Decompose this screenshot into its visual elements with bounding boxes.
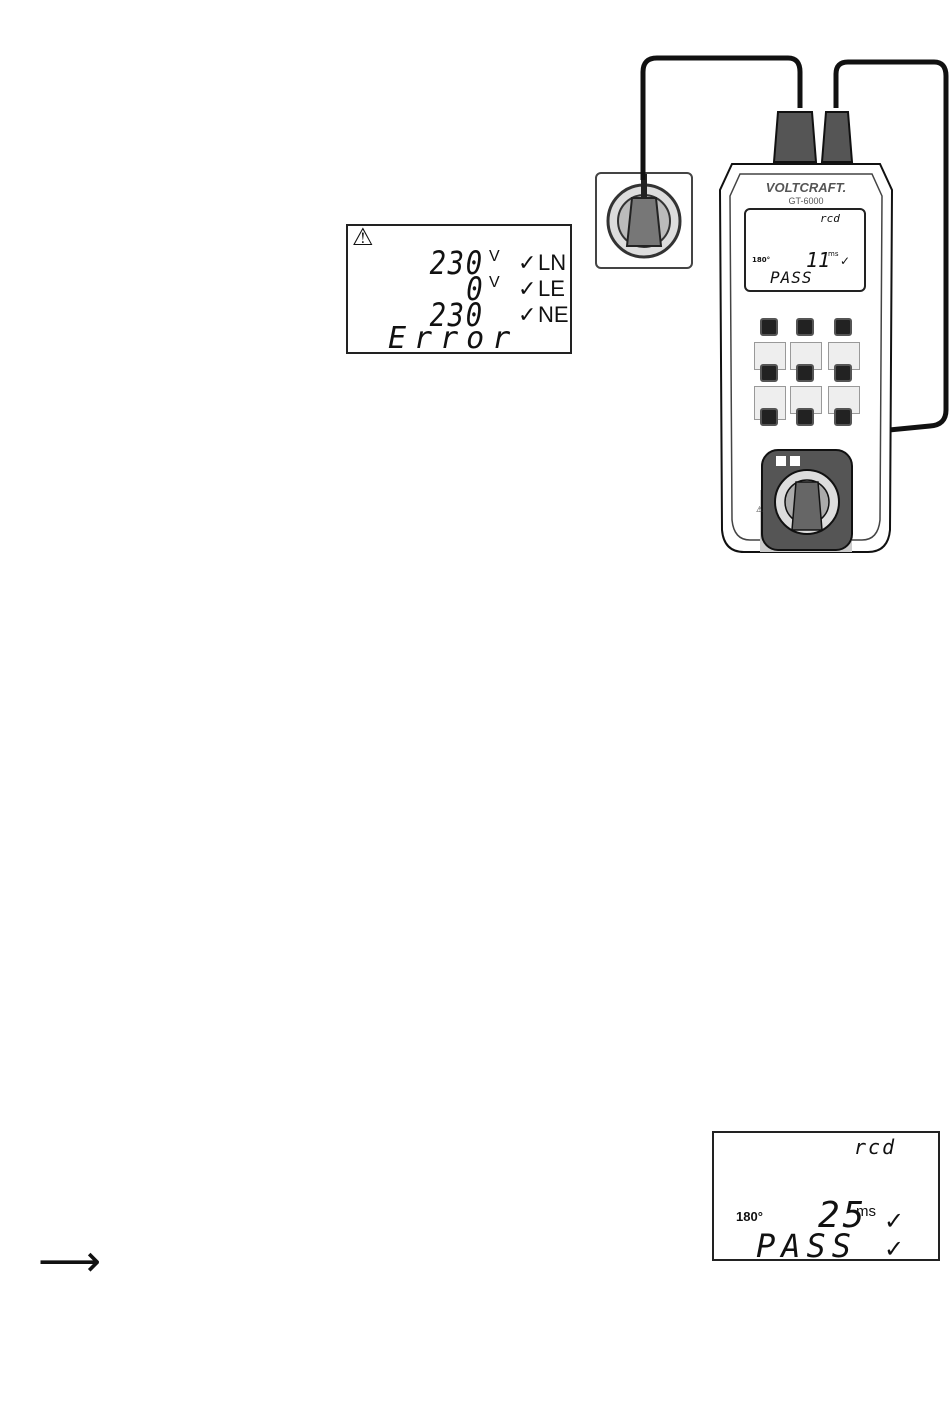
function-button-6[interactable] xyxy=(834,408,852,426)
error-message: Error xyxy=(388,324,518,354)
screen-phase: 180° xyxy=(752,256,770,264)
function-button-5[interactable] xyxy=(796,408,814,426)
pass-mode: rcd xyxy=(854,1135,896,1159)
pass-unit: ms xyxy=(856,1203,876,1220)
lcd-error-row-ln: 230 V ✓ LN xyxy=(348,250,570,278)
screen-mode: rcd xyxy=(820,212,840,225)
arrow-right-icon: ⟶ xyxy=(38,1240,101,1284)
label-ne: NE xyxy=(538,302,569,328)
warning-icon: ⚠ xyxy=(352,224,374,250)
label-le: LE xyxy=(538,276,565,302)
brand-logo: VOLTCRAFT. xyxy=(718,180,894,195)
label-ln: LN xyxy=(538,250,566,276)
lcd-error-display: ⚠ 230 V ✓ LN 0 V ✓ LE 230 ✓ NE Error xyxy=(346,224,572,354)
svg-text:⚠: ⚠ xyxy=(756,505,763,514)
lcd-pass-display: rcd 180° 25 ms ✓ PASS ✓ xyxy=(712,1131,940,1261)
screen-unit: ms xyxy=(828,250,838,258)
tester-device: ⚠ VOLTCRAFT. GT-6000 rcd 180° 11 ms ✓ PA… xyxy=(718,160,894,556)
power-button[interactable] xyxy=(834,318,852,336)
voltage-le-unit: V xyxy=(489,274,500,292)
check-icon: ✓ xyxy=(518,302,536,328)
check-icon: ✓ xyxy=(884,1207,904,1236)
model-label: GT-6000 xyxy=(718,196,894,206)
function-button-1[interactable] xyxy=(760,364,778,382)
check-icon: ✓ xyxy=(884,1235,904,1264)
pass-phase: 180° xyxy=(736,1209,763,1224)
device-button-1[interactable] xyxy=(760,318,778,336)
check-icon: ✓ xyxy=(840,254,850,268)
check-icon: ✓ xyxy=(518,276,536,302)
device-button-2[interactable] xyxy=(796,318,814,336)
function-button-2[interactable] xyxy=(796,364,814,382)
device-screen: rcd 180° 11 ms ✓ PASS xyxy=(744,208,866,292)
voltage-ln-unit: V xyxy=(489,248,500,266)
function-button-3[interactable] xyxy=(834,364,852,382)
screen-result: PASS xyxy=(770,268,813,287)
pass-result: PASS xyxy=(756,1227,857,1265)
function-button-4[interactable] xyxy=(760,408,778,426)
check-icon: ✓ xyxy=(518,250,536,276)
